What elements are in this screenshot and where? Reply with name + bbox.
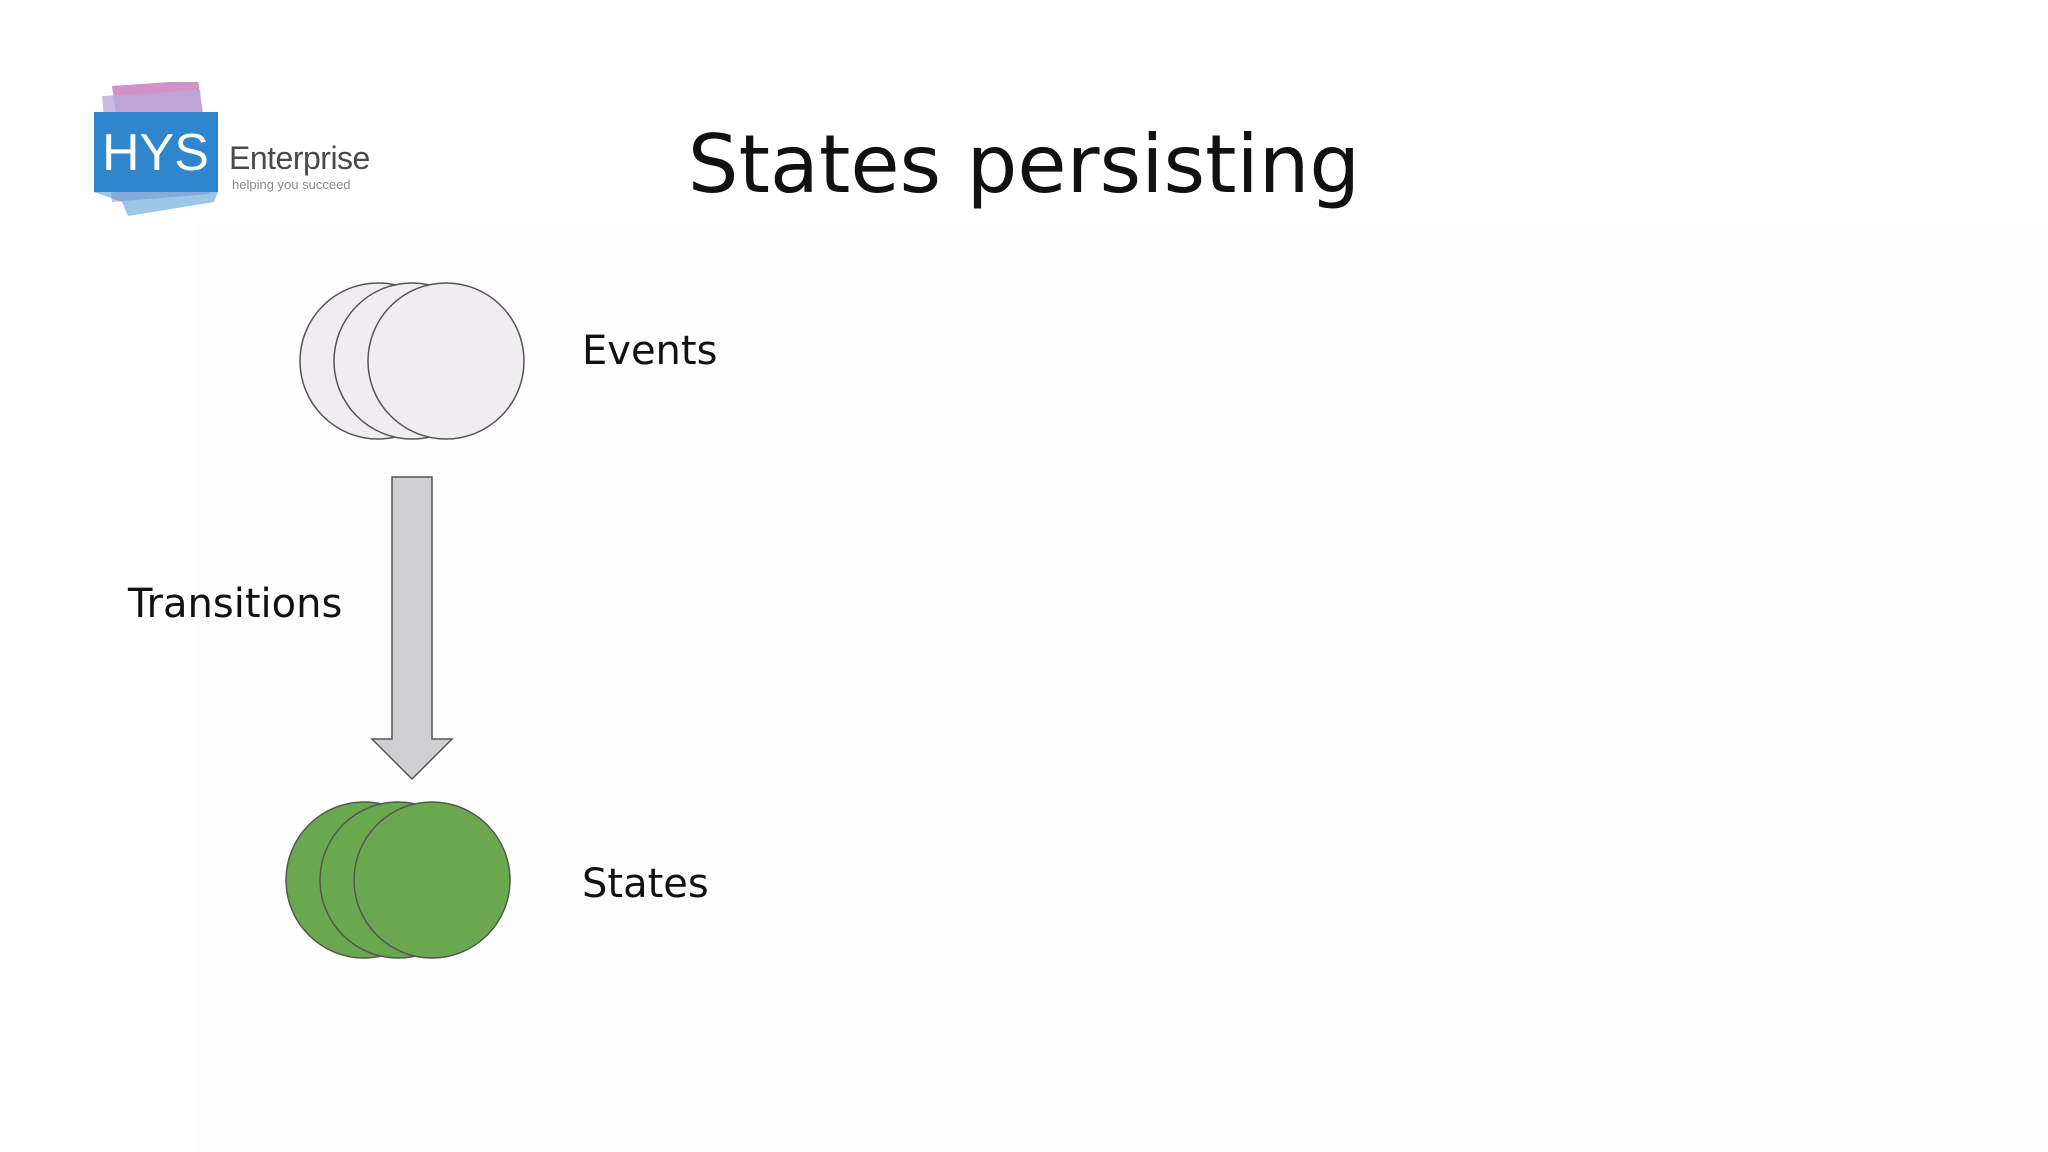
event-circle xyxy=(367,282,525,440)
hys-logo: HYS xyxy=(94,82,218,216)
logo-name: Enterprise xyxy=(229,140,370,176)
states-label: States xyxy=(582,861,709,907)
page-title-text: States persisting xyxy=(687,118,1361,211)
transitions-label: Transitions xyxy=(128,581,343,627)
logo-tagline: helping you succeed xyxy=(232,177,351,192)
events-label: Events xyxy=(582,328,718,374)
logo-mark: HYS xyxy=(102,124,209,182)
transition-arrow xyxy=(370,476,454,781)
page-title: States persisting xyxy=(0,115,2048,215)
state-circle xyxy=(353,801,511,959)
